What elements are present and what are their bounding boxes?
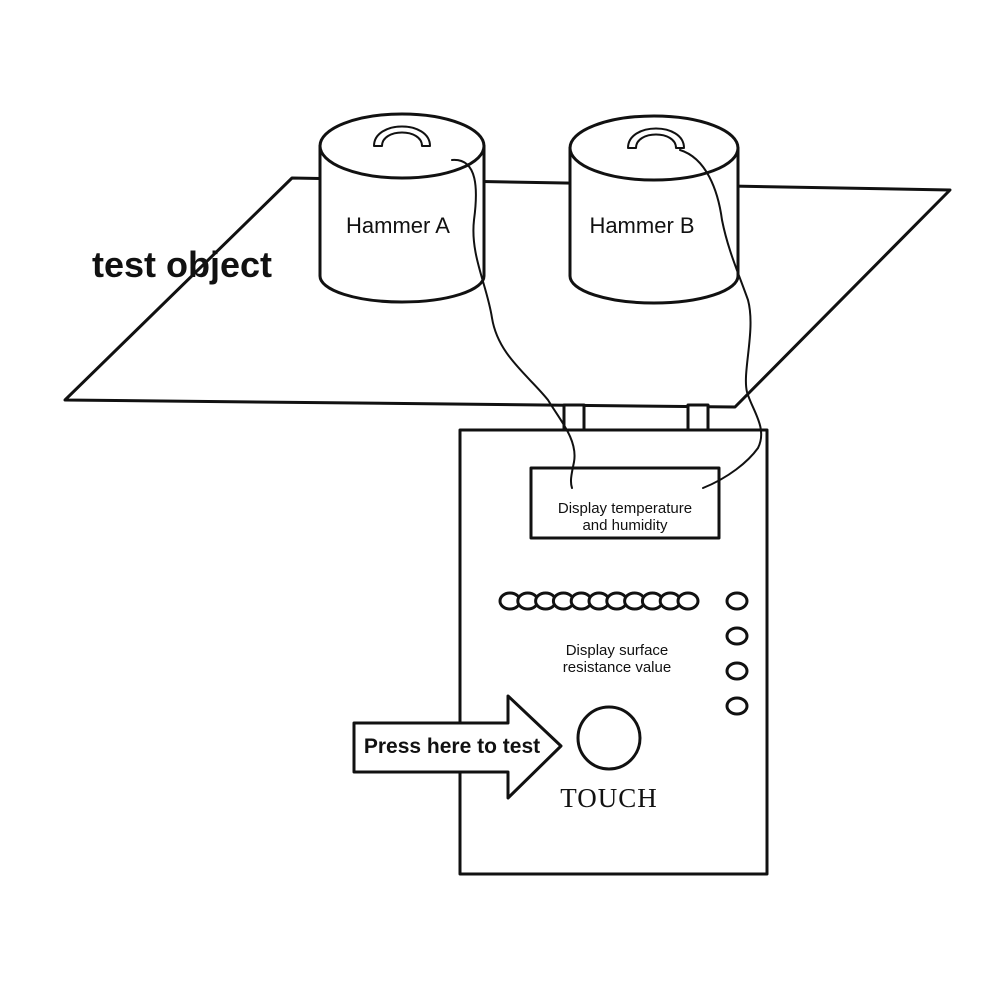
surface-resistance-label-line1: Display surface — [566, 642, 669, 659]
temperature-humidity-label-line1: Display temperature — [558, 500, 692, 517]
temperature-humidity-label-line2: and humidity — [582, 517, 668, 534]
side-indicator-led — [725, 591, 749, 611]
hammer-b-handle-icon — [627, 127, 685, 149]
press-arrow: Press here to test — [352, 694, 563, 800]
test-object-label: test object — [92, 244, 272, 285]
hammer-b: Hammer B — [568, 114, 740, 305]
wire-hammer-a — [451, 158, 576, 489]
led-bar — [498, 591, 700, 611]
side-indicator-led — [725, 696, 749, 716]
side-indicator-leds — [725, 591, 749, 716]
test-object-plate — [63, 176, 952, 409]
touch-button[interactable] — [576, 705, 642, 771]
press-arrow-label: Press here to test — [364, 735, 540, 758]
hammer-a-label: Hammer A — [346, 213, 450, 238]
side-indicator-led — [725, 626, 749, 646]
temperature-humidity-display — [529, 466, 721, 540]
led-bar-segment — [676, 591, 700, 611]
hammer-a-handle-icon — [373, 125, 431, 147]
hammer-b-label: Hammer B — [589, 213, 694, 238]
surface-resistance-label-line2: resistance value — [563, 659, 671, 676]
hammer-a: Hammer A — [318, 112, 486, 304]
side-indicator-led — [725, 661, 749, 681]
wire-hammer-b — [679, 149, 763, 489]
touch-label: TOUCH — [560, 783, 658, 813]
